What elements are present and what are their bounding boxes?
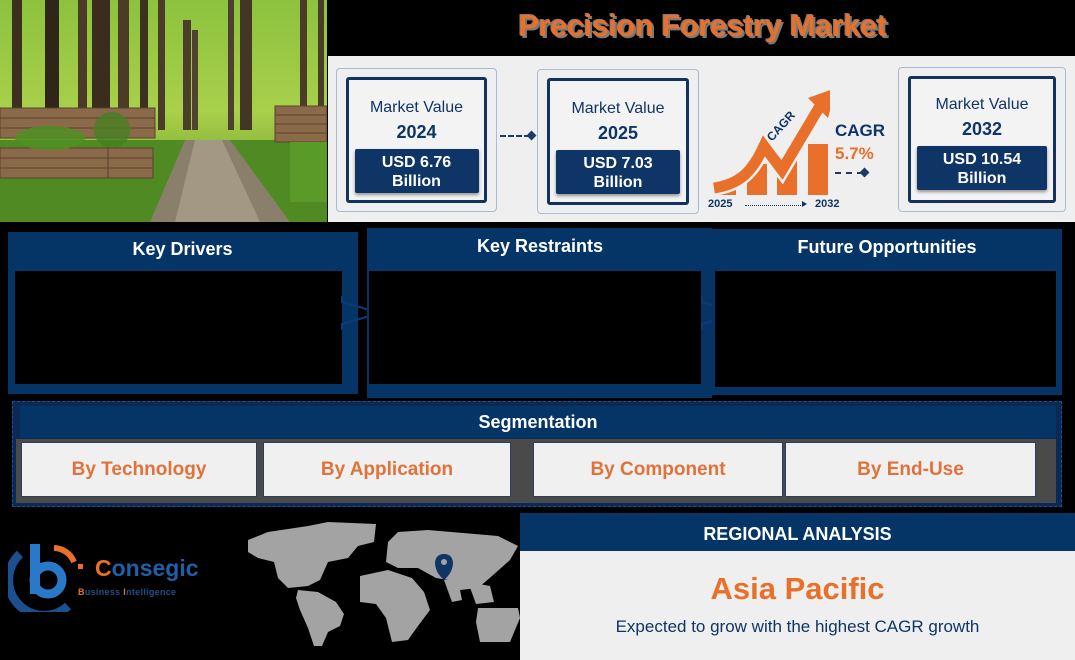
regional-analysis-header: REGIONAL ANALYSIS (520, 513, 1075, 551)
segment-by-application[interactable]: By Application (263, 442, 511, 497)
segmentation-header: Segmentation (20, 406, 1056, 438)
regional-analysis-body: Asia Pacific Expected to grow with the h… (520, 551, 1075, 660)
logo-tagline-i: I (123, 587, 127, 597)
market-value-card-inner: Market Value 2032 USD 10.54 Billion (908, 76, 1056, 203)
market-value-year: 2024 (396, 122, 437, 142)
market-value-year: 2025 (597, 123, 639, 143)
cagr-title: CAGR (835, 121, 886, 140)
diamond-marker-icon (526, 130, 537, 141)
diamond-marker-icon (859, 167, 870, 178)
market-value-panel: Market Value 2024 USD 6.76 Billion Marke… (328, 56, 1075, 222)
key-drivers-header: Key Drivers (10, 232, 355, 269)
market-value-year: 2032 (961, 119, 1003, 139)
segment-by-technology[interactable]: By Technology (21, 442, 257, 497)
market-value-card-2024: Market Value 2024 USD 6.76 Billion (336, 68, 497, 212)
dashed-connector (835, 172, 863, 174)
logo-tagline-intelligence: ntelligence (126, 587, 177, 597)
future-opportunities-content (715, 271, 1056, 387)
logo-tagline-business: usiness (84, 587, 124, 597)
cagr-end-year: 2032 (815, 198, 840, 210)
market-value-amount: USD 7.03 Billion (556, 150, 680, 194)
market-value-card-2025: Market Value 2025 USD 7.03 Billion (537, 69, 699, 214)
market-value-card-inner: Market Value 2025 USD 7.03 Billion (547, 78, 689, 205)
segment-by-end-use[interactable]: By End-Use (785, 442, 1036, 497)
location-pin-icon (435, 554, 453, 580)
leading-region: Asia Pacific (710, 571, 885, 606)
cagr-start-year: 2025 (708, 198, 733, 210)
market-value-card-inner: Market Value 2024 USD 6.76 Billion (346, 77, 487, 203)
logo-initial: C (95, 555, 112, 581)
logo-tagline: Business Intelligence (78, 587, 176, 597)
key-restraints-header: Key Restraints (369, 228, 711, 266)
forest-illustration (0, 0, 327, 222)
dashed-connector (500, 135, 530, 137)
market-value-amount-line1: USD 7.03 (583, 155, 653, 172)
logo-tagline-b: B (78, 587, 85, 597)
market-value-amount-line1: USD 10.54 (942, 151, 1022, 168)
market-value-amount-line1: USD 6.76 (381, 154, 452, 171)
market-value-amount-line2: Billion (957, 170, 1007, 187)
market-value-amount-line2: Billion (593, 174, 643, 191)
market-value-card-2032: Market Value 2032 USD 10.54 Billion (898, 67, 1066, 212)
segment-by-component[interactable]: By Component (533, 442, 783, 497)
key-drivers-content (15, 271, 342, 384)
consegic-logo-mark (4, 542, 88, 620)
forest-road-photo (0, 0, 327, 222)
market-value-label: Market Value (935, 96, 1029, 113)
market-value-amount: USD 6.76 Billion (354, 149, 479, 193)
market-value-label: Market Value (369, 99, 464, 116)
cagr-value: 5.7% (835, 144, 874, 163)
market-value-label: Market Value (571, 100, 665, 117)
year-arrow-line (745, 205, 803, 206)
region-description: Expected to grow with the highest CAGR g… (615, 617, 980, 636)
market-value-amount-line2: Billion (392, 173, 441, 190)
cagr-growth-chart-icon: CAGR (712, 90, 830, 196)
future-opportunities-header: Future Opportunities (714, 229, 1060, 268)
market-value-amount: USD 10.54 Billion (917, 146, 1047, 190)
logo-name-rest: onsegic (111, 555, 199, 581)
world-map-icon (248, 522, 520, 646)
key-restraints-content (369, 271, 701, 384)
logo-name: Consegic (95, 555, 199, 582)
logo-b-icon (4, 544, 83, 620)
page-title: Precision Forestry Market (518, 8, 887, 43)
arrow-right-icon (802, 201, 807, 207)
